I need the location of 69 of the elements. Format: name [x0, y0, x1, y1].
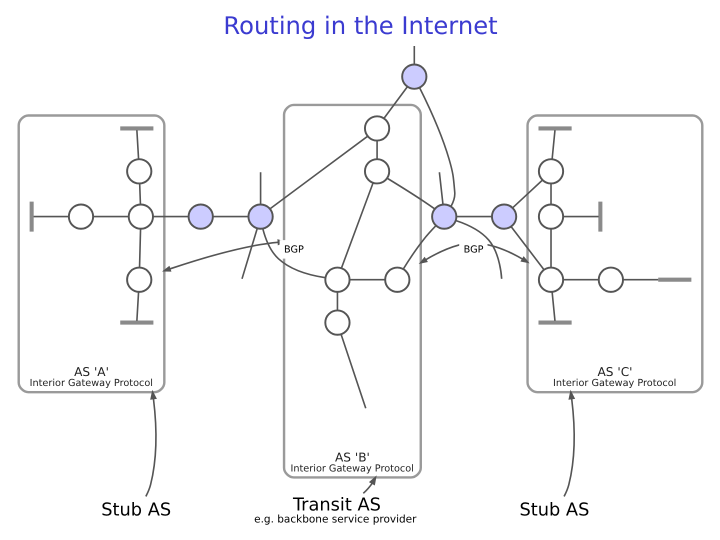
connector: [456, 216, 492, 218]
node-circle: [363, 158, 390, 184]
node-bar: [29, 202, 34, 232]
node-bar: [538, 320, 572, 325]
connector: [138, 228, 141, 268]
connector: [92, 216, 128, 218]
node-bar: [538, 126, 572, 130]
connector: [240, 228, 258, 280]
connector: [510, 226, 544, 270]
connector: [550, 184, 552, 204]
node-circle: [324, 309, 350, 336]
connector: [336, 292, 338, 310]
node-circle: [537, 158, 564, 184]
node-circle: [187, 204, 214, 230]
arrow: [562, 390, 575, 497]
connector: [382, 86, 408, 119]
diagram-title: Routing in the Internet: [222, 11, 498, 40]
connector: [268, 136, 368, 210]
connector: [349, 278, 384, 281]
connector: [152, 216, 188, 218]
connector: [550, 228, 552, 268]
connector: [438, 172, 444, 205]
connector: [340, 182, 374, 268]
connector: [136, 292, 139, 321]
cluster: AS 'C' Interior Gateway Protocol: [526, 114, 703, 394]
node-circle: [384, 266, 410, 293]
node-bar: [120, 320, 153, 325]
node-circle: [127, 204, 154, 230]
cluster: AS 'A' Interior Gateway Protocol: [17, 114, 166, 394]
connector: [622, 278, 658, 281]
node-circle: [126, 266, 152, 293]
connector: [33, 216, 68, 218]
node-circle: [537, 266, 564, 293]
connector: [259, 172, 261, 204]
connector: [562, 278, 598, 281]
connector: [136, 130, 139, 160]
arrow: [144, 390, 156, 497]
connector: [455, 220, 502, 279]
node-circle: [363, 115, 390, 142]
edge-label: BGP: [463, 244, 483, 256]
node-circle: [324, 266, 350, 293]
node-text: Transit AS e.g. backbone service provider: [254, 494, 416, 526]
arrow: [362, 475, 376, 494]
node-text: Stub AS: [518, 500, 589, 521]
connector: [138, 184, 141, 204]
connector: [212, 216, 248, 218]
edge-label: BGP: [284, 244, 304, 256]
connector: [402, 225, 436, 270]
node-bar: [598, 202, 602, 232]
connector: [340, 334, 366, 409]
node-text: Stub AS: [100, 500, 171, 521]
node-circle: [67, 204, 94, 230]
connector: [262, 228, 325, 278]
connector: [512, 180, 542, 208]
node-circle: [537, 204, 564, 230]
node-circle: [597, 266, 624, 293]
node-circle: [246, 204, 274, 230]
connector: [412, 46, 415, 64]
node-circle: [400, 64, 427, 90]
node-circle: [126, 158, 152, 184]
node-circle: [430, 204, 457, 230]
connector: [376, 140, 378, 160]
connector: [418, 87, 456, 207]
connector: [550, 292, 556, 321]
node-bar: [120, 126, 153, 130]
node-bar: [658, 278, 691, 282]
node-circle: [490, 204, 517, 230]
connector: [562, 216, 598, 218]
connector: [386, 178, 434, 210]
